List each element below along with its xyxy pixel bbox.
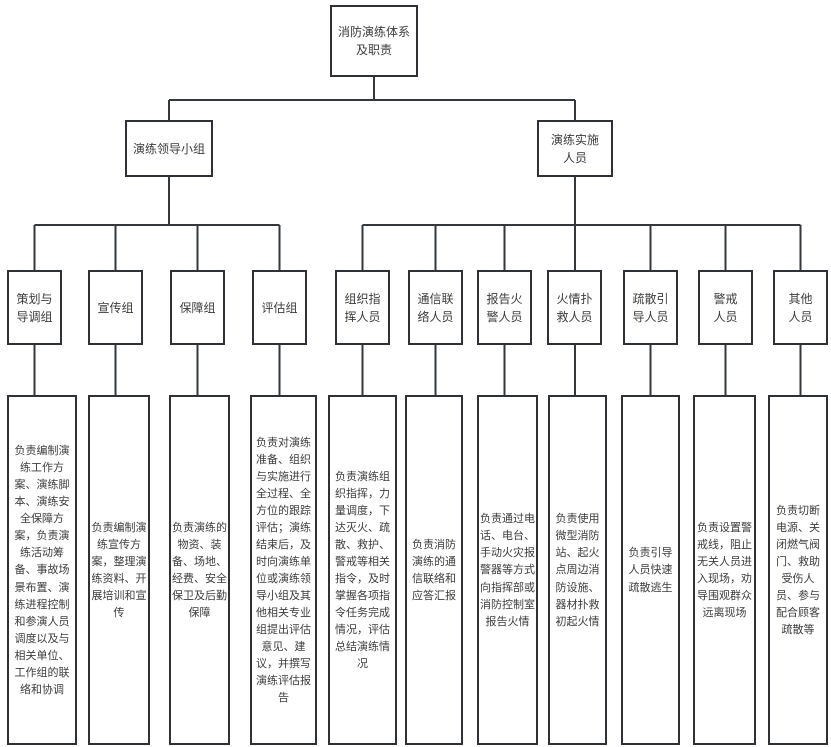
node-evaluation-group: 评估组 xyxy=(252,270,307,345)
detail-other-staff: 负责切断电源、关闭燃气阀门、救助受伤人员、参与配合顾客疏散等 xyxy=(768,395,828,745)
detail-evaluation-group: 负责对演练准备、组织与实施进行全过程、全方位的跟踪评估；演练结束后，及时向演练单… xyxy=(250,395,317,745)
node-firefighting-staff: 火情扑 救人员 xyxy=(547,270,602,345)
node-planning-group: 策划与 导调组 xyxy=(7,270,62,345)
node-other-staff: 其他 人员 xyxy=(773,270,828,345)
node-implementation-staff: 演练实施 人员 xyxy=(537,120,613,177)
node-publicity-group: 宣传组 xyxy=(88,270,143,345)
detail-command-staff: 负责演练组织指挥，力量调度，下达灭火、疏散、救护、警戒等相关指令，及时掌握各项指… xyxy=(328,395,397,745)
node-leadership-group: 演练领导小组 xyxy=(125,120,213,177)
detail-publicity-group: 负责编制演练宣传方案，整理演练资料、开展培训和宣传 xyxy=(88,395,150,745)
node-fire-report-staff: 报告火 警人员 xyxy=(477,270,532,345)
node-root: 消防演练体系 及职责 xyxy=(330,5,418,77)
node-support-group: 保障组 xyxy=(170,270,225,345)
detail-fire-report-staff: 负责通过电话、电台、手动火灾报警器等方式向指挥部或消防控制室报告火情 xyxy=(477,395,538,745)
detail-firefighting-staff: 负责使用微型消防站、起火点周边消防设施、器材扑救初起火情 xyxy=(548,395,607,745)
detail-evacuation-guide-staff: 负责引导人员快速疏散逃生 xyxy=(621,395,680,745)
detail-communication-staff: 负责消防演练的通信联络和应答汇报 xyxy=(405,395,463,745)
detail-support-group: 负责演练的物资、装备、场地、经费、安全保卫及后勤保障 xyxy=(169,395,230,745)
detail-cordon-staff: 负责设置警戒线，阻止无关人员进入现场，劝导围观群众远离现场 xyxy=(693,395,756,745)
detail-planning-group: 负责编制演练工作方案、演练脚本、演练安全保障方案，负责演练活动筹备、事故场景布置… xyxy=(7,395,77,745)
node-evacuation-guide-staff: 疏散引 导人员 xyxy=(623,270,678,345)
node-command-staff: 组织指 挥人员 xyxy=(335,270,390,345)
node-communication-staff: 通信联 络人员 xyxy=(408,270,463,345)
node-cordon-staff: 警戒 人员 xyxy=(698,270,753,345)
